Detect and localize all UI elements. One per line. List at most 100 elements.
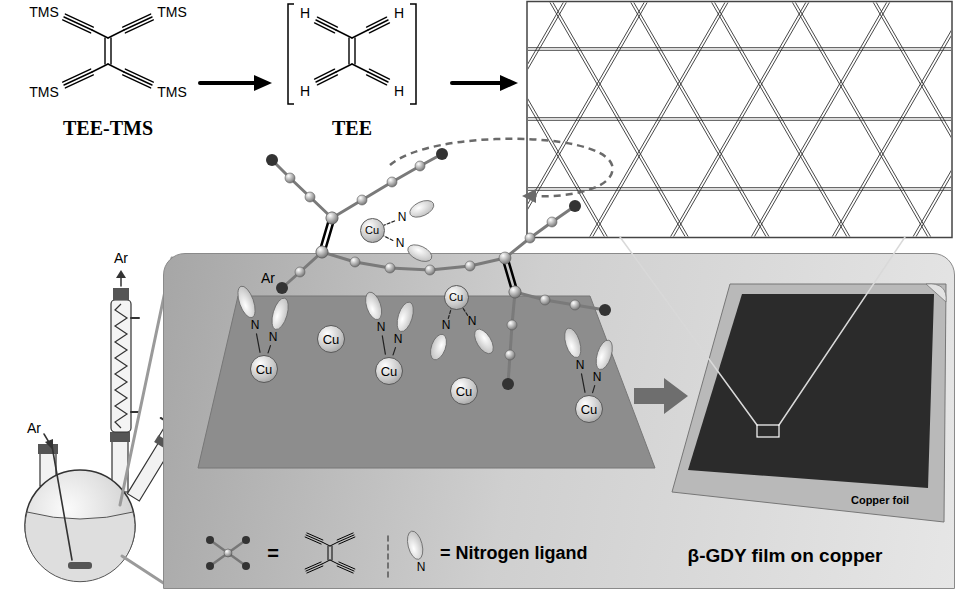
lattice-bond [803,3,951,237]
coordination-bond [384,221,395,225]
lattice-bond [528,3,556,237]
ligand-lobe [394,300,416,333]
terminal-atom [502,378,514,390]
lattice-bond [528,3,951,237]
zoom-window [757,425,779,437]
bracket [288,4,294,104]
compound-name: TEE [332,117,372,140]
carbon-atom [295,267,305,277]
lattice-bond [528,3,948,237]
double-bond [348,38,349,64]
atom-label: N [442,319,451,333]
lattice-bond [528,3,615,237]
lattice-bond [528,3,951,237]
legend-text: = [267,542,279,565]
carbon-atom [547,217,557,227]
gas-label: Ar [261,270,275,286]
lattice-bond [528,3,951,237]
single-bond [108,30,124,38]
lattice-bond [528,3,951,237]
lattice-bond [896,3,951,237]
triple-bond [123,75,151,88]
lattice-bond [528,3,859,237]
stir-bar [68,562,92,569]
zoom-leader [620,237,757,425]
carbon-atom [507,320,517,330]
foil-curl [926,284,946,302]
arrow-head [45,439,53,450]
ligand-lobe [405,241,434,264]
lattice-bond [528,3,951,237]
single-bond [336,64,352,72]
lattice-bond [528,3,951,237]
triple-bond [65,75,93,88]
clamp [38,444,58,454]
atom-label: N [576,359,585,373]
lattice-bond [528,3,951,237]
carbon-atom [570,300,580,310]
tee-molecule [266,148,611,390]
lattice-bond [742,3,951,237]
copper-sphere: Cu [317,325,345,353]
lattice-bond [712,3,951,237]
atom-label: N [251,319,260,333]
ligand-lobe [362,290,384,322]
lattice-bond [528,3,796,237]
atom-symbol: Cu [381,365,398,378]
gas-arrow [120,277,122,286]
carbon-atom [465,261,475,271]
lattice-bond [528,3,950,237]
compound-name: TEE-TMS [63,117,153,140]
carbon-atom [540,295,550,305]
zoom-leader [779,237,905,425]
legend-atom [224,549,232,557]
group-label: TMS [157,84,187,100]
coordination-bond [256,334,260,352]
lattice-bond [653,3,951,237]
atom-symbol: Cu [581,403,598,416]
lattice-bond [833,3,951,237]
single-bond [352,64,368,72]
group-label: TMS [29,4,59,20]
single-bond [352,30,368,38]
lattice-bond [528,3,675,237]
lattice-bond [528,3,738,237]
lattice-bond [528,3,857,237]
single-bond [92,64,108,72]
single-bond [330,560,338,564]
copper-surface [198,296,655,468]
atom-symbol: Cu [456,385,473,398]
triple-bond [125,69,153,82]
triple-bond [63,20,91,33]
carbon-atom [425,265,435,275]
arrow-head [254,75,272,91]
lattice-bond [865,3,951,237]
terminal-atom [276,282,288,294]
lattice-bond [772,3,951,237]
lattice-bond [528,3,645,237]
carbon-atom [505,350,515,360]
lattice-bond [528,3,887,237]
legend-divider [387,536,389,578]
coordination-bond [448,308,451,318]
carbon-atom [350,257,360,267]
ligand-lobe [405,529,426,561]
lattice-bond [593,3,951,237]
carbon-atom [326,212,338,224]
atom-symbol: Cu [256,363,273,376]
lattice-bond [528,3,951,237]
group-label: TMS [157,4,187,20]
condenser-coil [115,304,127,428]
molecule-stick [355,262,390,268]
ligand-lobe [269,296,292,331]
part-label: Copper foil [851,494,909,507]
carbon-atom [357,195,367,205]
carbon-atom [385,263,395,273]
lattice-frame [527,2,952,238]
single-bond [322,560,330,564]
ligand-lobe [562,326,584,359]
copper-sphere: Cu [450,377,478,405]
lattice-bond [528,47,951,48]
coordination-bond [462,307,468,315]
ligand-lobe [407,197,436,220]
